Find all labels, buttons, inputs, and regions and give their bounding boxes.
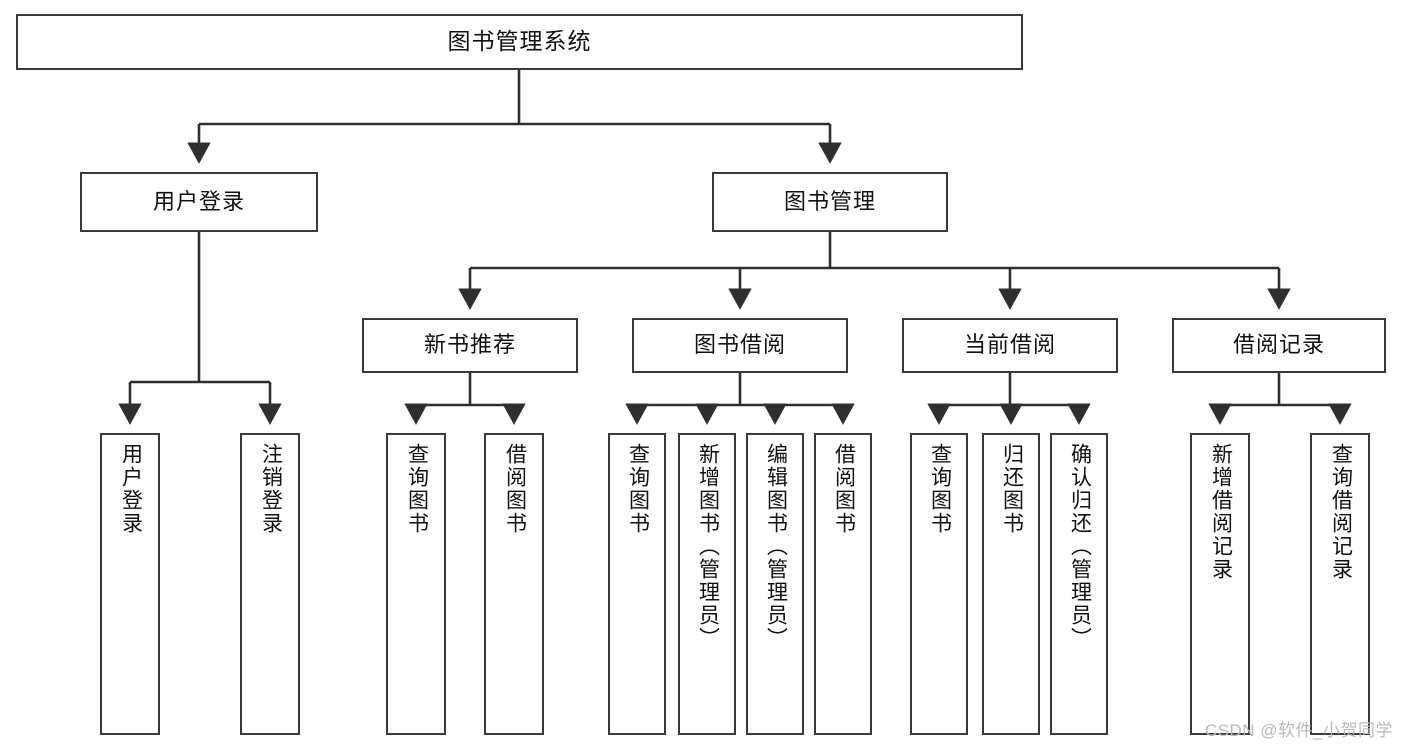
node-new-book-rec[interactable]: 新书推荐 xyxy=(362,318,578,373)
node-leaf-add-record-label: 新增借阅记录 xyxy=(1209,443,1233,581)
node-book-manage[interactable]: 图书管理 xyxy=(712,172,948,232)
node-leaf-return-book-label: 归还图书 xyxy=(1000,443,1024,535)
node-leaf-query-book-cur[interactable]: 查询图书 xyxy=(910,433,968,735)
node-leaf-user-login[interactable]: 用户登录 xyxy=(100,433,160,735)
node-leaf-query-book-borrow[interactable]: 查询图书 xyxy=(608,433,666,735)
node-borrow-record-label: 借阅记录 xyxy=(1232,332,1325,358)
node-current-borrow[interactable]: 当前借阅 xyxy=(902,318,1118,373)
csdn-watermark: CSDN @软件_小贺同学 xyxy=(1204,721,1393,740)
node-leaf-add-book-label: 新增图书（管理员） xyxy=(696,443,720,650)
node-user-login-label: 用户登录 xyxy=(152,188,245,214)
node-leaf-query-book-cur-label: 查询图书 xyxy=(928,443,952,535)
node-leaf-edit-book-label: 编辑图书（管理员） xyxy=(764,443,788,650)
node-new-book-rec-label: 新书推荐 xyxy=(423,332,516,358)
node-leaf-return-book[interactable]: 归还图书 xyxy=(982,433,1040,735)
node-leaf-edit-book[interactable]: 编辑图书（管理员） xyxy=(746,433,804,735)
node-leaf-user-login-label: 用户登录 xyxy=(119,443,143,535)
node-leaf-add-record[interactable]: 新增借阅记录 xyxy=(1190,433,1250,735)
node-leaf-confirm-return-label: 确认归还（管理员） xyxy=(1068,443,1092,650)
node-root-label: 图书管理系统 xyxy=(447,28,592,55)
node-leaf-borrow-book-rec[interactable]: 借阅图书 xyxy=(484,433,544,735)
node-leaf-borrow-book-rec-label: 借阅图书 xyxy=(503,443,527,535)
node-leaf-query-book-rec-label: 查询图书 xyxy=(405,443,429,535)
node-book-borrow[interactable]: 图书借阅 xyxy=(632,318,848,373)
node-leaf-query-book-borrow-label: 查询图书 xyxy=(626,443,650,535)
node-leaf-query-record[interactable]: 查询借阅记录 xyxy=(1310,433,1370,735)
node-leaf-confirm-return[interactable]: 确认归还（管理员） xyxy=(1050,433,1108,735)
node-leaf-borrow-book[interactable]: 借阅图书 xyxy=(814,433,872,735)
node-leaf-query-book-rec[interactable]: 查询图书 xyxy=(386,433,446,735)
node-leaf-borrow-book-label: 借阅图书 xyxy=(832,443,856,535)
node-book-manage-label: 图书管理 xyxy=(783,188,876,214)
node-root[interactable]: 图书管理系统 xyxy=(16,14,1023,70)
node-leaf-logout-label: 注销登录 xyxy=(259,443,283,535)
node-leaf-query-record-label: 查询借阅记录 xyxy=(1329,443,1353,581)
node-user-login[interactable]: 用户登录 xyxy=(80,172,318,232)
node-borrow-record[interactable]: 借阅记录 xyxy=(1172,318,1386,373)
node-current-borrow-label: 当前借阅 xyxy=(963,332,1056,358)
node-leaf-add-book[interactable]: 新增图书（管理员） xyxy=(678,433,736,735)
node-book-borrow-label: 图书借阅 xyxy=(693,332,786,358)
node-leaf-logout[interactable]: 注销登录 xyxy=(240,433,300,735)
